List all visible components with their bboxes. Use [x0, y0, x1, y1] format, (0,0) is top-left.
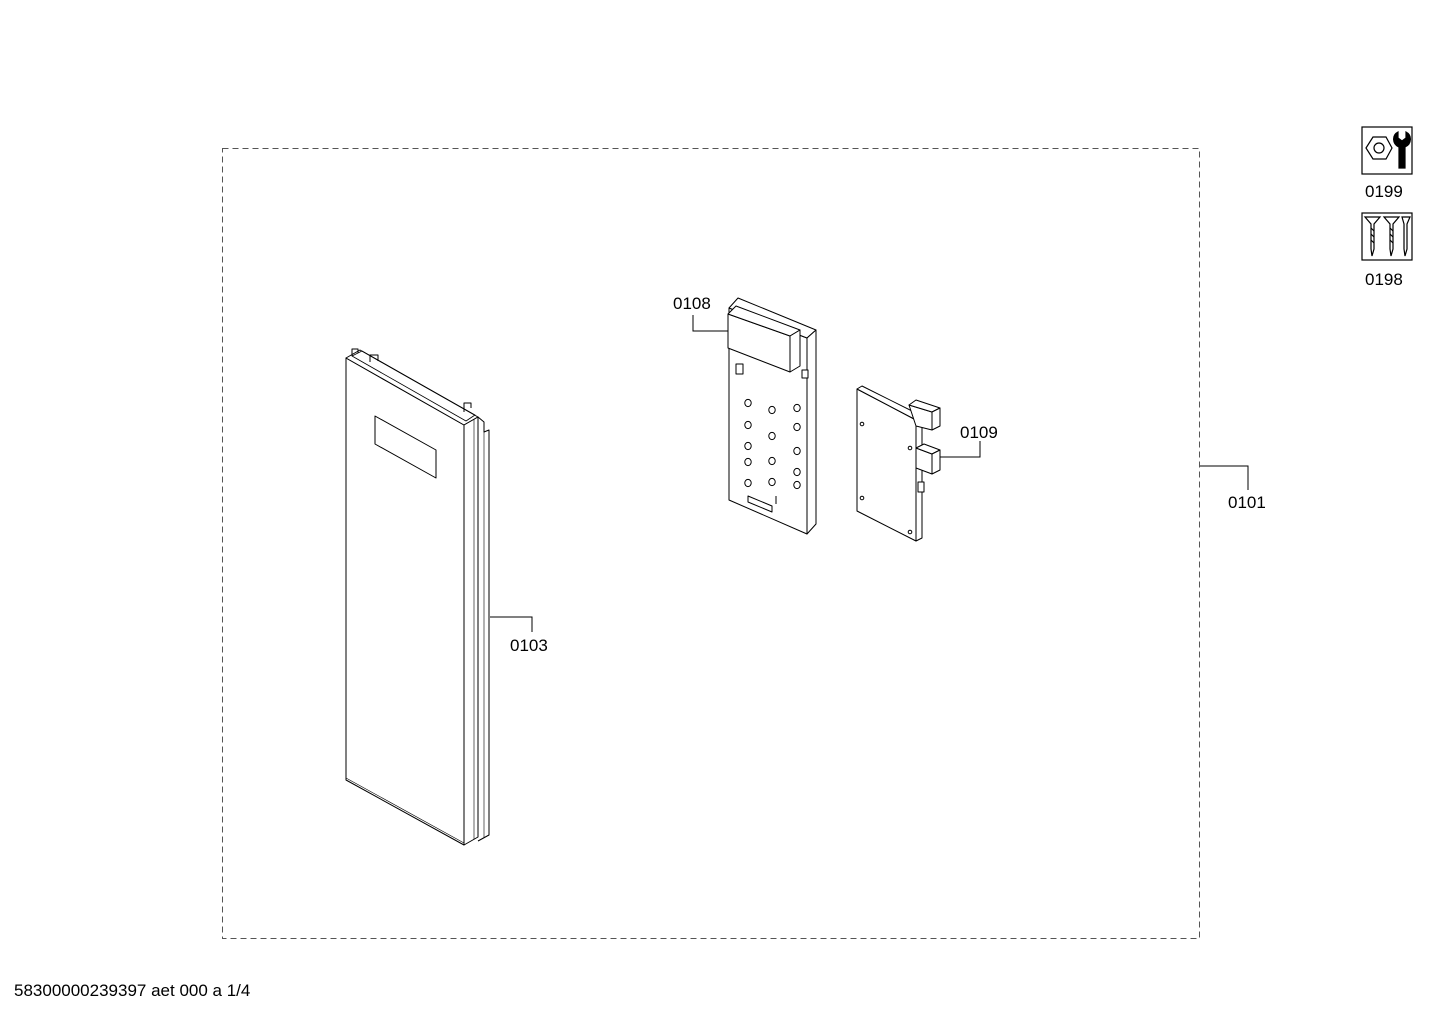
module-leader-line — [940, 441, 981, 458]
keypad-button — [744, 457, 752, 467]
control-board-buttons — [744, 398, 801, 490]
assembly-leader-line — [1200, 465, 1249, 490]
icon-code-service: 0199 — [1365, 182, 1403, 201]
assembly-boundary — [222, 148, 1200, 939]
module-board[interactable] — [856, 385, 941, 542]
door-panel[interactable] — [345, 348, 490, 846]
part-label-module[interactable]: 0109 — [960, 423, 998, 442]
part-label-control-board[interactable]: 0108 — [673, 294, 711, 313]
control-board-leader-line — [692, 315, 728, 332]
keypad-button — [744, 478, 752, 488]
keypad-button — [793, 480, 801, 490]
control-board[interactable] — [727, 297, 817, 535]
document-footer: 58300000239397 aet 000 a 1/4 — [14, 981, 251, 1000]
keypad-button — [768, 477, 776, 487]
keypad-button — [744, 398, 752, 408]
keypad-button — [793, 422, 801, 432]
part-label-assembly[interactable]: 0101 — [1228, 493, 1266, 512]
keypad-button — [768, 456, 776, 466]
keypad-button — [768, 431, 776, 441]
keypad-button — [793, 403, 801, 413]
keypad-button — [793, 467, 801, 477]
screws-icon[interactable] — [1361, 212, 1413, 261]
wrench-nut-icon[interactable] — [1361, 126, 1413, 175]
keypad-button — [744, 441, 752, 451]
keypad-button — [793, 446, 801, 456]
icon-code-screws: 0198 — [1365, 270, 1403, 289]
door-leader-line — [490, 616, 533, 632]
part-label-door[interactable]: 0103 — [510, 636, 548, 655]
keypad-button — [744, 420, 752, 430]
keypad-button — [768, 405, 776, 415]
